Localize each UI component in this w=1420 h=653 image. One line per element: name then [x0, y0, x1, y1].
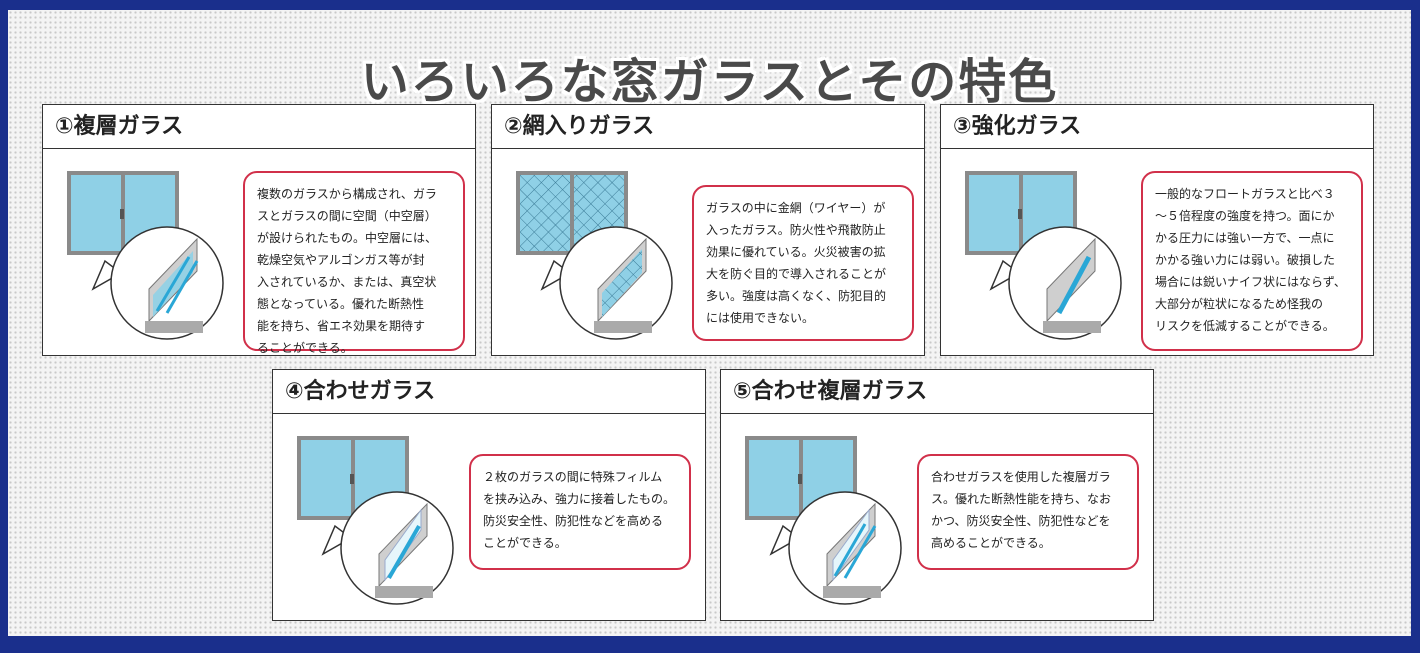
- description-box: ガラスの中に金網（ワイヤー）が 入ったガラス。防火性や飛散防止 効果に優れている…: [692, 185, 914, 341]
- page-title: いろいろな窓ガラスとその特色: [360, 54, 1059, 110]
- card-heading: ②網入りガラス: [492, 105, 924, 149]
- description-box: 一般的なフロートガラスと比べ３ ～５倍程度の強度を持つ。面にか かる圧力には強い…: [1141, 171, 1363, 351]
- card-double-glazed: ①複層ガラス 複数のガラスから構成され、ガラ スとガラスの間に空間（中空層） が…: [42, 104, 476, 356]
- description-box: ２枚のガラスの間に特殊フィルム を挟み込み、強力に接着したもの。 防災安全性、防…: [469, 454, 691, 570]
- poster-frame: いろいろな窓ガラスとその特色 ①複層ガラス 複数のガラスから構成され、ガラ スと…: [8, 10, 1411, 636]
- laminated-double-glazed-illustration-icon: [745, 436, 902, 605]
- double-glazed-illustration-icon: [67, 171, 224, 340]
- card-heading: ③強化ガラス: [941, 105, 1373, 149]
- wired-glass-illustration-icon: [516, 171, 673, 340]
- card-heading: ⑤合わせ複層ガラス: [721, 370, 1153, 414]
- card-tempered-glass: ③強化ガラス 一般的なフロートガラスと比べ３ ～５倍程度の強度を持つ。面にか か…: [940, 104, 1374, 356]
- card-wired-glass: ②網入りガラス ガラスの中に金網（ワイヤー）が 入ったガラス。防火性や飛散防止 …: [491, 104, 925, 356]
- tempered-glass-illustration-icon: [965, 171, 1122, 340]
- description-box: 複数のガラスから構成され、ガラ スとガラスの間に空間（中空層） が設けられたもの…: [243, 171, 465, 355]
- description-box: 合わせガラスを使用した複層ガラ ス。優れた断熱性能を持ち、なお かつ、防災安全性…: [917, 454, 1139, 570]
- card-heading: ①複層ガラス: [43, 105, 475, 149]
- card-heading: ④合わせガラス: [273, 370, 705, 414]
- card-laminated-glass: ④合わせガラス ２枚のガラスの間に特殊フィルム を挟み込み、強力に接着したもの。…: [272, 369, 706, 621]
- card-laminated-double-glazed: ⑤合わせ複層ガラス 合わせガラスを使用した複層ガラ ス。優れた断熱性能を持ち、な…: [720, 369, 1154, 621]
- laminated-glass-illustration-icon: [297, 436, 454, 605]
